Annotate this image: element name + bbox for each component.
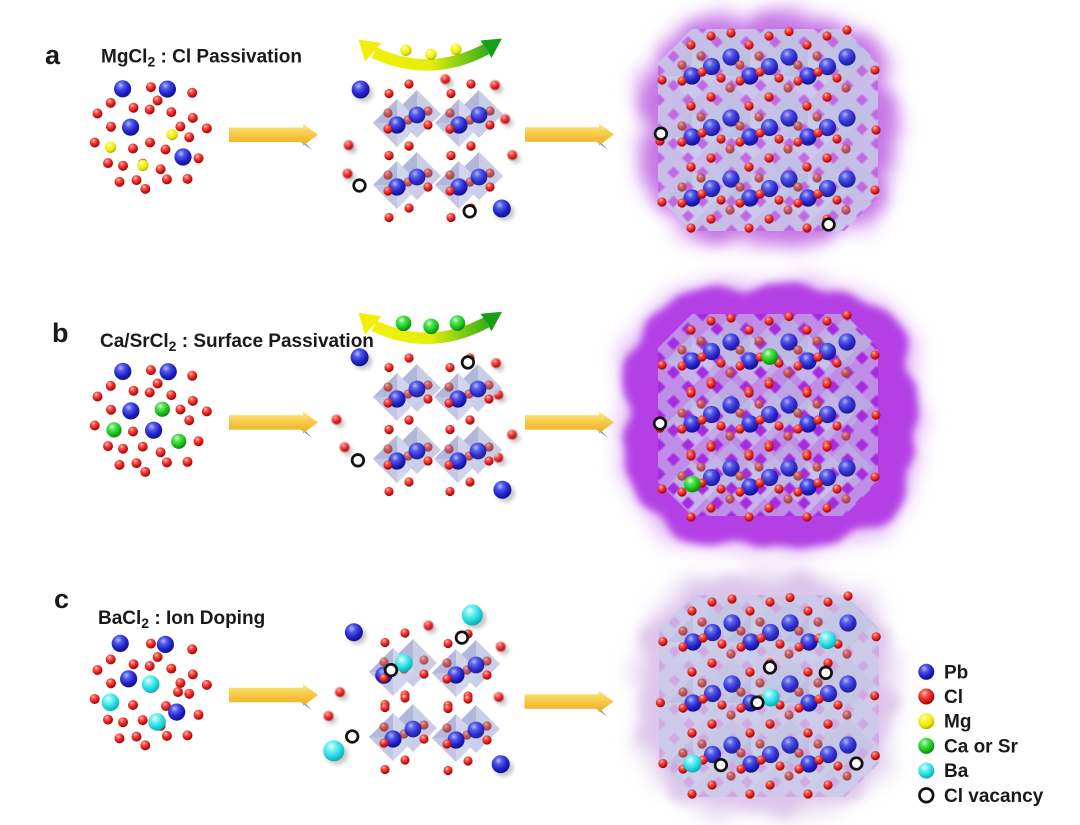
svg-text:Ca or Sr: Ca or Sr [944,736,1019,757]
svg-text:Cl: Cl [944,687,963,708]
svg-text:BaCl2 : Ion Doping: BaCl2 : Ion Doping [98,608,265,631]
svg-text:Ca/SrCl2 : Surface Passivation: Ca/SrCl2 : Surface Passivation [100,331,374,354]
svg-text:Pb: Pb [944,662,968,683]
svg-text:MgCl2 : Cl Passivation: MgCl2 : Cl Passivation [101,47,302,70]
svg-text:Ba: Ba [944,761,969,782]
svg-text:Cl vacancy: Cl vacancy [944,786,1044,807]
svg-text:c: c [54,584,69,614]
svg-text:b: b [52,318,69,348]
svg-text:Mg: Mg [944,712,971,733]
svg-text:a: a [45,40,61,70]
